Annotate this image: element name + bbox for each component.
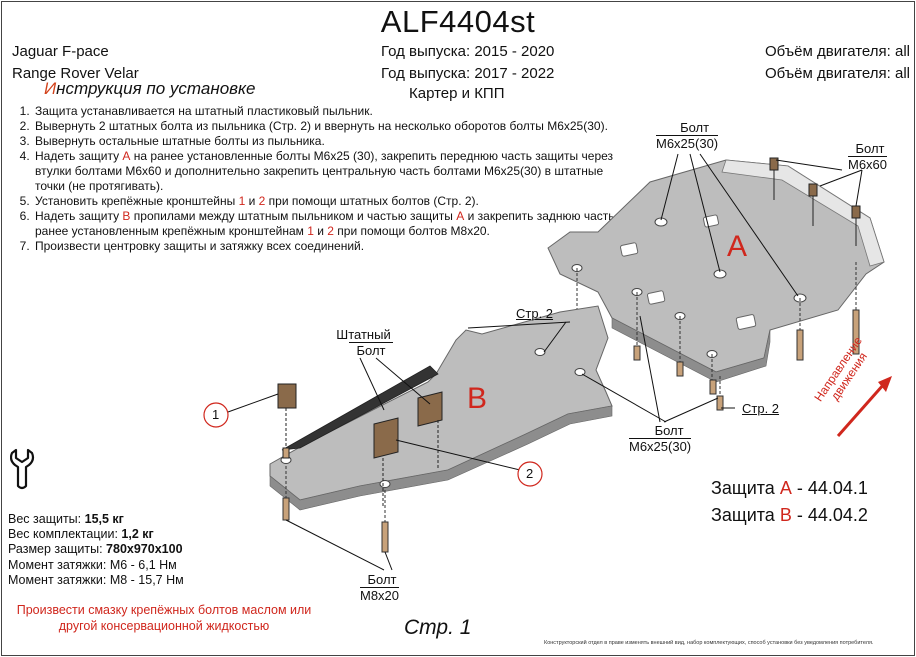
specifications: Вес защиты: 15,5 кг Вес комплектации: 1,… [8,512,184,588]
instruction-step: Установить крепёжные кронштейны 1 и 2 пр… [33,194,633,209]
year-1: Год выпуска: 2015 - 2020 [381,43,555,60]
lubrication-warning: Произвести смазку крепёжных болтов масло… [16,603,312,633]
spec-kit-weight: Вес комплектации: 1,2 кг [8,527,154,542]
instruction-step: Вывернуть остальные штатные болты из пыл… [33,134,633,149]
instruction-step: Надеть защиту В пропилами между штатным … [33,209,633,239]
engine-2: Объём двигателя: all [765,65,910,82]
page2-ref-top: Стр. 2 [516,306,554,321]
bracket-1-callout [203,402,229,428]
spec-weight: Вес защиты: 15,5 кг [8,512,124,526]
spec-torque-m6: Момент затяжки: М6 - 6,1 Нм [8,557,177,572]
instructions-title-rest: нструкция по установке [56,79,256,98]
product-code: ALF4404st [380,4,536,39]
leader-lines [227,153,863,571]
instruction-step: Вывернуть 2 штатных болта из пыльника (С… [33,119,633,134]
year-2: Год выпуска: 2017 - 2022 [381,65,555,82]
part-a-label: А [727,230,748,263]
car-model-2: Range Rover Velar [12,65,139,82]
page-number: Стр. 1 [404,616,472,639]
bracket-2 [373,391,443,508]
part-b-label: В [467,382,488,415]
instruction-step: Произвести центровку защиты и затяжку вс… [33,239,633,254]
front-bushings [769,157,861,246]
protection-a-code: Защита А - 44.04.1 [711,478,868,498]
car-model-1: Jaguar F-pace [12,43,109,60]
engine-1: Объём двигателя: all [765,43,910,60]
instruction-steps: Защита устанавливается на штатный пласти… [12,104,633,254]
instructions-title: Инструкция по установке [44,79,256,99]
bracket-2-callout [517,461,543,487]
spec-size: Размер защиты: 780х970х100 [8,542,183,557]
protection-b-code: Защита В - 44.04.2 [711,505,868,525]
bracket-1 [277,383,297,459]
spec-torque-m8: Момент затяжки: М8 - 15,7 Нм [8,572,184,587]
instruction-step: Надеть защиту А на ранее установленные б… [33,149,633,194]
wrench-icon [10,448,35,490]
bracket-2-number: 2 [526,466,534,481]
bracket-1-number: 1 [212,407,220,422]
footer-note: Конструкторский отдел в праве изменять в… [544,640,874,646]
instruction-step: Защита устанавливается на штатный пласти… [33,104,633,119]
direction-arrow-icon [836,376,892,437]
page2-ref-bottom: Стр. 2 [742,401,780,416]
protection-scope: Картер и КПП [409,85,505,102]
instructions-title-initial: И [44,79,57,98]
